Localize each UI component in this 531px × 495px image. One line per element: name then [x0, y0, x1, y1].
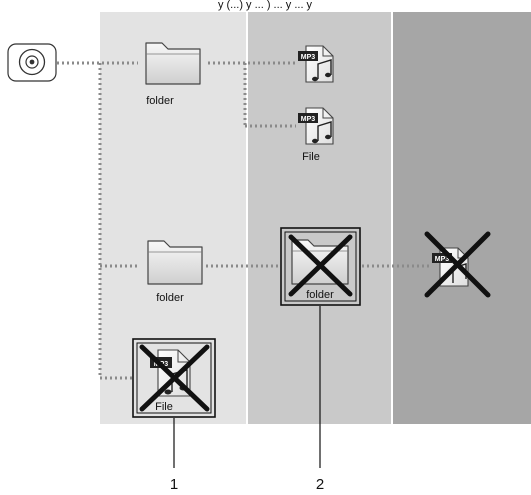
top-text: y (...) y ... ) ... y ... y [218, 0, 313, 11]
folder-icon [145, 42, 201, 85]
cross-icon [288, 234, 353, 297]
folder-label: folder [156, 292, 184, 304]
folder-icon [147, 240, 203, 285]
file-label: File [302, 151, 320, 163]
mp3-file-icon: MP3 [298, 45, 334, 83]
cross-icon [424, 231, 491, 298]
excluded-mp3-file: MP3 File [132, 338, 216, 418]
callout-number-2: 2 [316, 476, 324, 493]
excluded-folder: folder [280, 227, 361, 306]
excluded-mp3-file: MP3 [424, 231, 491, 298]
mp3-badge: MP3 [435, 256, 450, 263]
cd-disc-icon [7, 43, 57, 82]
cross-icon [139, 344, 210, 412]
column-level-3 [393, 12, 531, 424]
folder-label: folder [306, 289, 334, 301]
file-label: File [155, 401, 173, 413]
folder-label: folder [146, 95, 174, 107]
mp3-file-icon: MP3 [298, 107, 334, 145]
mp3-badge: MP3 [301, 116, 316, 123]
connector-lines [57, 61, 430, 380]
callout-number-1: 1 [170, 476, 178, 493]
mp3-badge: MP3 [301, 54, 316, 61]
